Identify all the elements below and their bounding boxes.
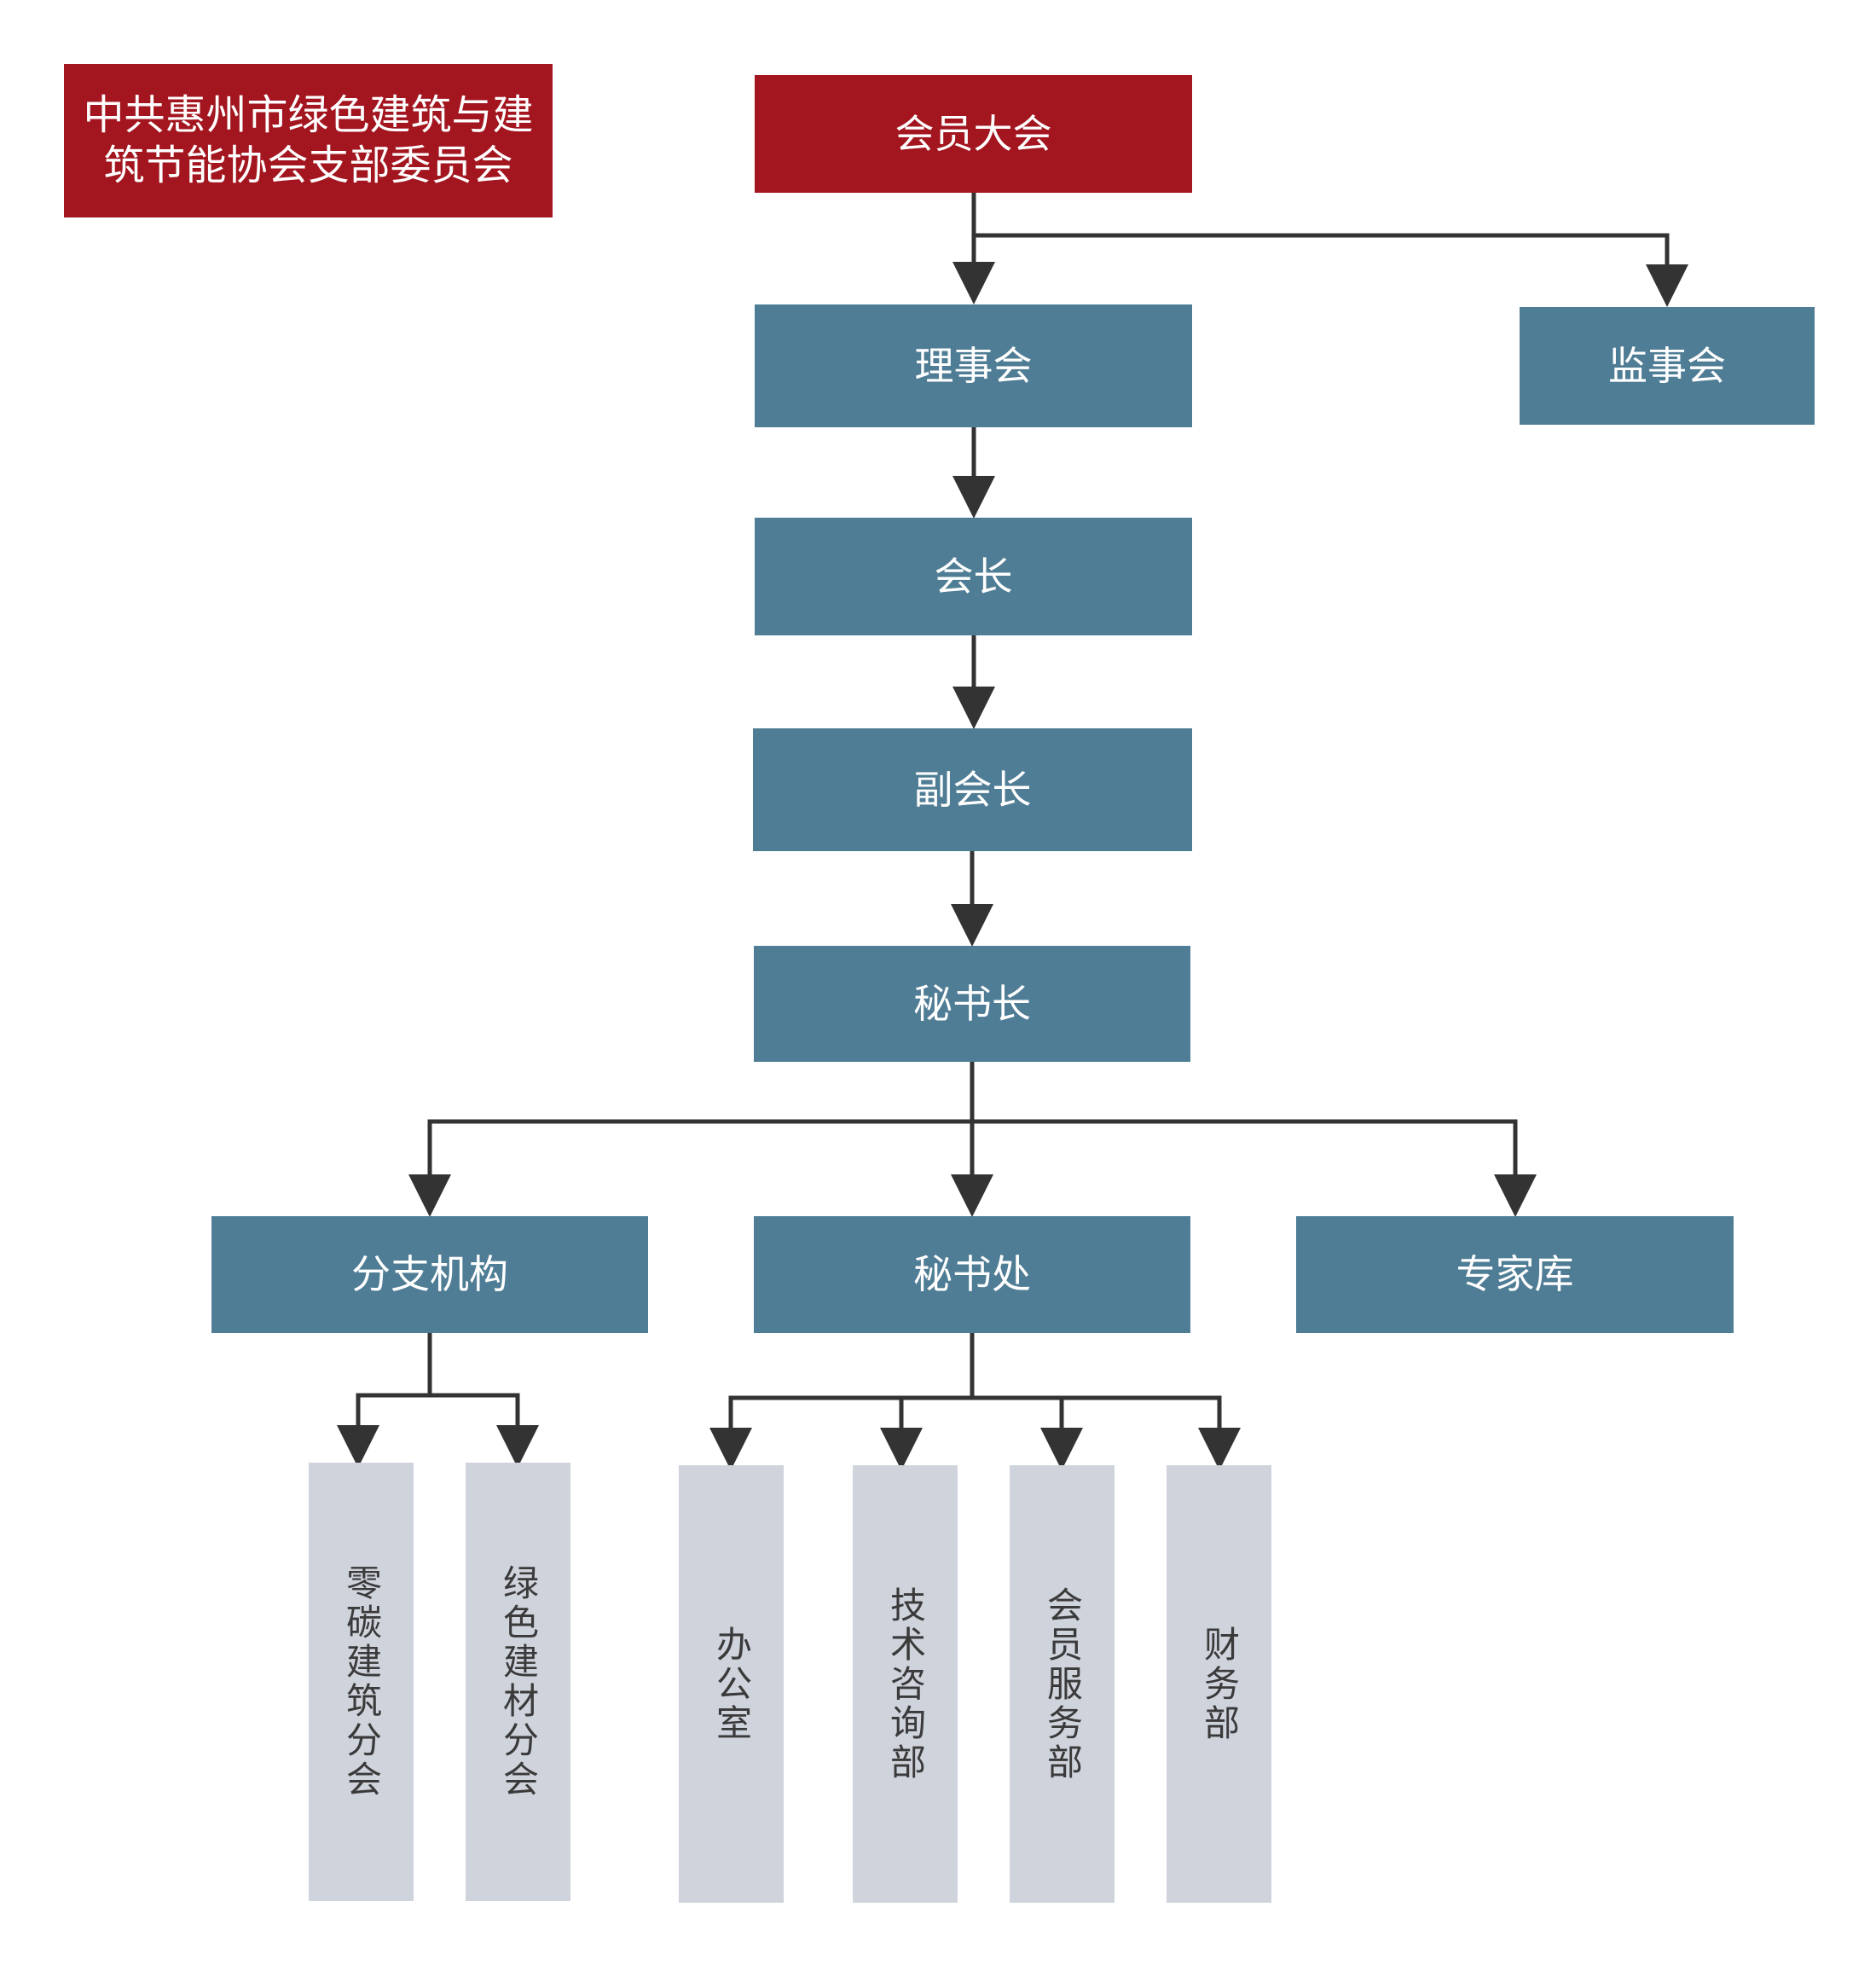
node-member-services-label: 会员服务部 (1041, 1585, 1084, 1782)
arrow-secgen-to-experts (972, 1119, 1537, 1217)
node-vice-president-label: 副会长 (913, 766, 1032, 813)
arrow-secgen-to-branches (408, 1119, 972, 1217)
node-zero-carbon-branch: 零碳建筑分会 (309, 1463, 414, 1901)
node-general-assembly: 会员大会 (755, 75, 1192, 193)
node-secretary-general: 秘书长 (754, 946, 1190, 1062)
node-secretariat-label: 秘书处 (913, 1251, 1031, 1298)
node-green-materials-branch: 绿色建材分会 (466, 1463, 570, 1901)
node-president: 会长 (755, 518, 1192, 635)
node-member-services: 会员服务部 (1010, 1465, 1115, 1903)
node-tech-consulting: 技术咨询部 (853, 1465, 958, 1903)
node-zero-carbon-branch-label: 零碳建筑分会 (340, 1564, 383, 1800)
party-committee-box: 中共惠州市绿色建筑与建筑节能协会支部委员会 (64, 64, 553, 217)
node-expert-pool-label: 专家库 (1456, 1251, 1574, 1298)
arrow-assembly-to-supervisory (974, 233, 1688, 307)
arrow-secretariat-to-office (709, 1395, 1219, 1470)
party-committee-label: 中共惠州市绿色建筑与建筑节能协会支部委员会 (83, 91, 534, 189)
node-supervisory-board: 监事会 (1520, 307, 1815, 425)
node-expert-pool: 专家库 (1296, 1216, 1734, 1333)
node-branches: 分支机构 (211, 1216, 648, 1333)
node-secretariat: 秘书处 (754, 1216, 1190, 1333)
arrow-branches-to-zero-carbon (337, 1393, 518, 1468)
node-supervisory-board-label: 监事会 (1608, 342, 1726, 389)
node-green-materials-branch-label: 绿色建材分会 (497, 1564, 540, 1800)
arrow-secretariat-to-finance (1062, 1395, 1241, 1470)
node-vice-president: 副会长 (753, 728, 1192, 851)
node-tech-consulting-label: 技术咨询部 (884, 1585, 927, 1782)
node-general-assembly-label: 会员大会 (895, 110, 1052, 157)
node-office: 办公室 (679, 1465, 784, 1903)
node-board: 理事会 (755, 304, 1192, 427)
node-board-label: 理事会 (914, 342, 1033, 389)
node-office-label: 办公室 (710, 1625, 753, 1743)
arrow-branches-to-green-materials (430, 1393, 539, 1468)
node-president-label: 会长 (934, 553, 1013, 600)
node-finance-label: 财务部 (1198, 1625, 1241, 1743)
node-finance: 财务部 (1167, 1465, 1271, 1903)
node-branches-label: 分支机构 (351, 1251, 508, 1298)
node-secretary-general-label: 秘书长 (913, 980, 1031, 1027)
